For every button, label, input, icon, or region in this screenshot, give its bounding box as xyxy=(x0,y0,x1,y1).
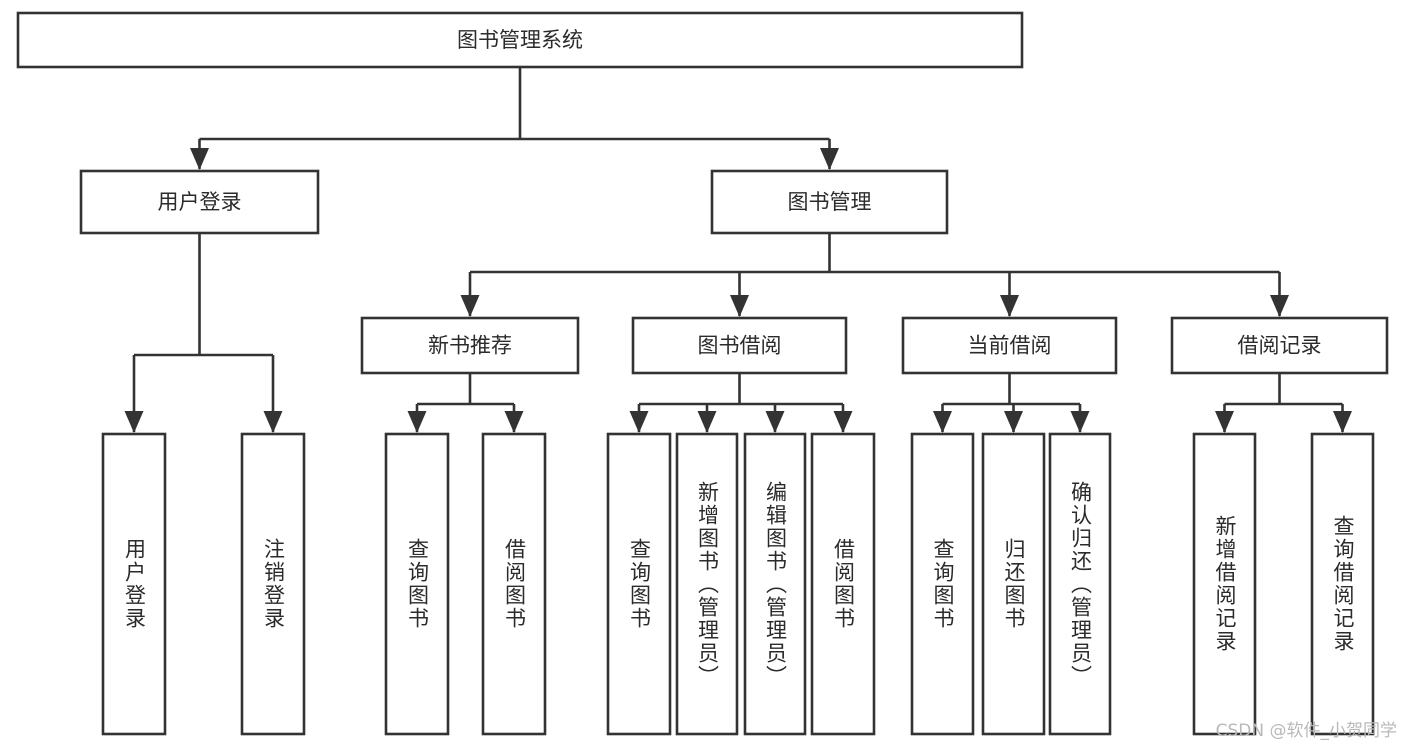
node-label-new-book-recommend: 新书推荐 xyxy=(428,334,512,358)
node-label-leaf-query-book-1: 查询图书 xyxy=(405,538,430,630)
node-label-leaf-user-login: 用户登录 xyxy=(122,538,147,630)
node-label-leaf-add-book: 新增图书（管理员） xyxy=(695,480,720,688)
arrow-head-icon-leaf-logout xyxy=(263,411,283,433)
node-box-borrow-record[interactable] xyxy=(1170,316,1389,375)
node-box-leaf-query-book-3[interactable] xyxy=(910,432,975,736)
node-label-borrow-record: 借阅记录 xyxy=(1238,334,1322,358)
node-box-leaf-logout[interactable] xyxy=(240,432,306,736)
node-box-book-manage[interactable] xyxy=(710,169,949,235)
node-box-leaf-add-book[interactable] xyxy=(675,432,739,736)
arrow-head-icon-leaf-borrow-book-2 xyxy=(833,411,853,433)
node-boxes xyxy=(16,11,1389,736)
node-box-leaf-borrow-book-2[interactable] xyxy=(810,432,876,736)
node-label-leaf-query-book-3: 查询图书 xyxy=(931,538,955,630)
node-label-leaf-edit-book: 编辑图书（管理员） xyxy=(763,480,788,688)
arrow-head-icon-leaf-edit-book xyxy=(765,411,785,433)
node-box-leaf-user-login[interactable] xyxy=(101,432,167,736)
arrow-head-icon-new-book-recommend xyxy=(460,295,480,317)
node-label-user-login: 用户登录 xyxy=(158,190,242,214)
node-label-current-borrow: 当前借阅 xyxy=(968,334,1052,358)
node-box-leaf-confirm-return[interactable] xyxy=(1048,432,1112,736)
node-box-leaf-return-book[interactable] xyxy=(981,432,1046,736)
node-label-leaf-query-record: 查询借阅记录 xyxy=(1331,515,1355,653)
arrow-head-icon-leaf-query-book-1 xyxy=(407,411,427,433)
node-label-leaf-return-book: 归还图书 xyxy=(1002,538,1026,630)
arrow-head-icon-leaf-query-record xyxy=(1333,411,1352,433)
arrow-head-icon-book-manage xyxy=(820,148,839,170)
arrow-head-icon-leaf-query-book-2 xyxy=(629,411,649,433)
arrow-head-icon-leaf-query-book-3 xyxy=(933,411,952,433)
node-box-leaf-borrow-book-1[interactable] xyxy=(481,432,547,736)
node-label-leaf-borrow-book-1: 借阅图书 xyxy=(502,538,527,630)
arrow-head-icon-leaf-borrow-book-1 xyxy=(504,411,524,433)
arrow-head-icon-leaf-add-record xyxy=(1215,411,1234,433)
node-label-book-manage: 图书管理 xyxy=(788,190,872,214)
node-label-leaf-borrow-book-2: 借阅图书 xyxy=(831,538,856,630)
node-label-leaf-query-book-2: 查询图书 xyxy=(627,538,652,630)
arrow-head-icon-book-borrow xyxy=(730,295,749,317)
arrow-head-icon-current-borrow xyxy=(1000,295,1019,317)
node-box-leaf-edit-book[interactable] xyxy=(743,432,807,736)
node-box-current-borrow[interactable] xyxy=(901,316,1118,375)
connector-lines xyxy=(124,67,1352,433)
node-box-root[interactable] xyxy=(16,11,1024,69)
node-label-leaf-add-record: 新增借阅记录 xyxy=(1213,515,1237,653)
node-box-leaf-add-record[interactable] xyxy=(1192,432,1257,736)
node-box-user-login[interactable] xyxy=(79,169,320,235)
node-box-new-book-recommend[interactable] xyxy=(360,316,580,375)
arrow-head-icon-borrow-record xyxy=(1270,295,1289,317)
node-label-leaf-confirm-return: 确认归还（管理员） xyxy=(1068,480,1093,688)
node-box-leaf-query-book-2[interactable] xyxy=(606,432,672,736)
arrow-head-icon-leaf-user-login xyxy=(124,411,144,433)
arrow-head-icon-leaf-return-book xyxy=(1004,411,1023,433)
node-label-root: 图书管理系统 xyxy=(457,28,583,52)
node-label-book-borrow: 图书借阅 xyxy=(698,334,782,358)
node-label-leaf-logout: 注销登录 xyxy=(261,538,286,630)
arrow-head-icon-leaf-add-book xyxy=(697,411,717,433)
node-box-leaf-query-record[interactable] xyxy=(1310,432,1375,736)
node-box-book-borrow[interactable] xyxy=(631,316,848,375)
arrow-head-icon-leaf-confirm-return xyxy=(1070,411,1090,433)
arrow-head-icon-user-login xyxy=(190,148,209,170)
node-box-leaf-query-book-1[interactable] xyxy=(384,432,450,736)
